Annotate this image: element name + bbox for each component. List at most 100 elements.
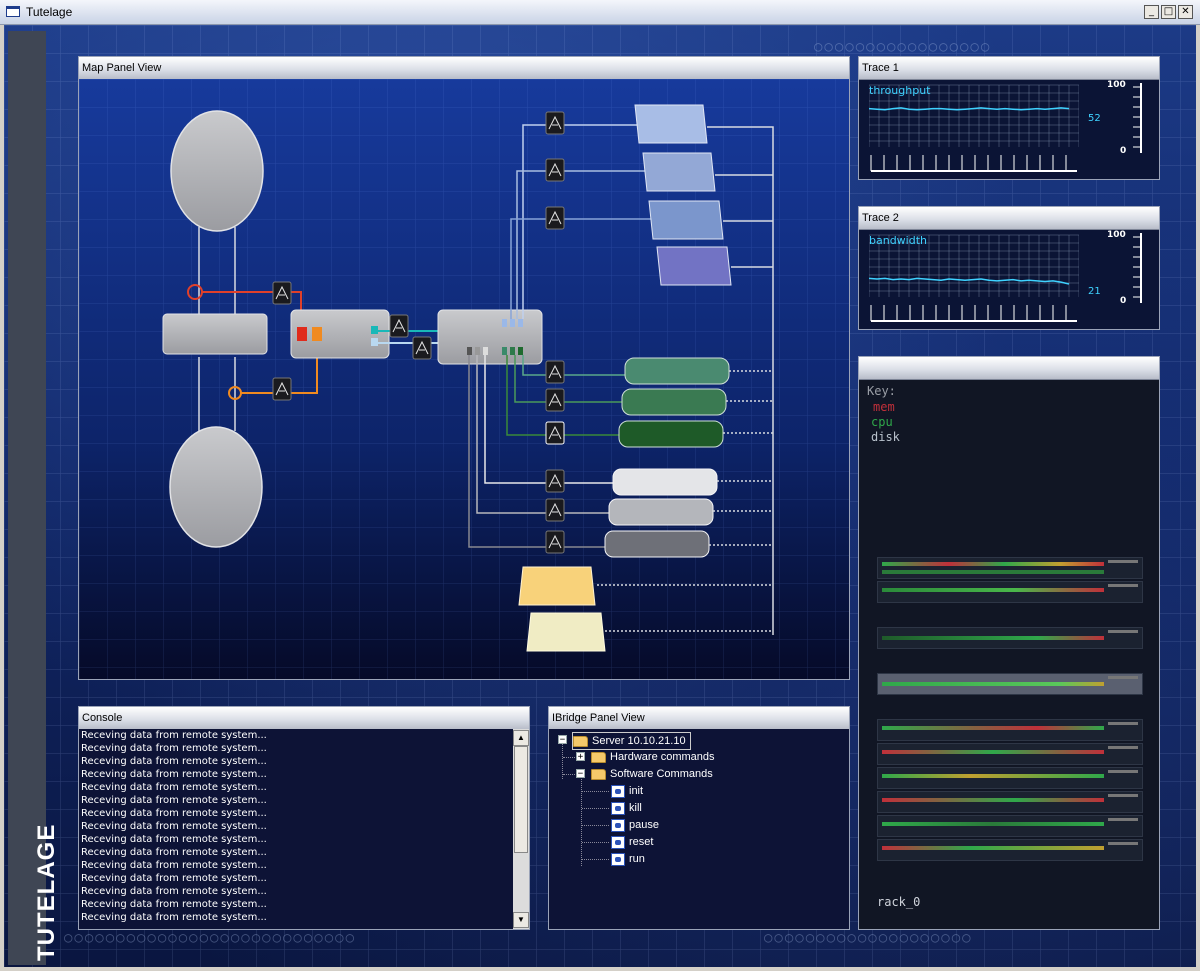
tree-collapse-toggle[interactable]: − xyxy=(558,735,567,745)
link-monitor-icon[interactable] xyxy=(545,111,565,135)
rack-server-row[interactable] xyxy=(877,719,1143,741)
link-monitor-icon[interactable] xyxy=(545,421,565,445)
trace1-series-line xyxy=(869,107,1070,111)
console-panel: Console Receving data from remote system… xyxy=(78,706,530,930)
console-line: Receving data from remote system... xyxy=(81,782,267,793)
console-scrollbar[interactable]: ▲ ▼ xyxy=(513,729,529,929)
db-node[interactable] xyxy=(621,388,727,416)
console-output[interactable]: Receving data from remote system... Recev… xyxy=(79,729,513,929)
command-icon xyxy=(611,852,625,866)
rack-key-mem: mem xyxy=(873,400,895,414)
tree-node-command[interactable]: pause xyxy=(611,817,659,833)
tree-node-label: pause xyxy=(629,819,659,831)
rack-server-row[interactable] xyxy=(877,839,1143,861)
trace1-scale-max: 100 xyxy=(1107,80,1126,90)
close-button[interactable]: ✕ xyxy=(1178,5,1193,19)
trace1-panel: Trace 1 throughput 52 100 0 xyxy=(858,56,1160,180)
scroll-thumb[interactable] xyxy=(514,746,528,853)
tree-expand-toggle[interactable]: + xyxy=(576,752,585,762)
storage-node[interactable] xyxy=(612,468,718,496)
db-node[interactable] xyxy=(624,357,730,385)
tree-node-command[interactable]: run xyxy=(611,851,645,867)
tree-node-label: reset xyxy=(629,836,654,848)
rack-panel-header xyxy=(859,357,1159,380)
tree-node-command[interactable]: init xyxy=(611,783,643,799)
tree-node-command[interactable]: kill xyxy=(611,800,642,816)
trace1-metric-label: throughput xyxy=(869,84,931,97)
link-monitor-icon[interactable] xyxy=(545,469,565,493)
switch-node-left[interactable] xyxy=(162,313,268,355)
link-monitor-icon[interactable] xyxy=(545,158,565,182)
client-node[interactable] xyxy=(526,612,606,652)
scroll-down-button[interactable]: ▼ xyxy=(513,912,529,928)
console-line: Receving data from remote system... xyxy=(81,912,267,923)
rack-name-label: rack_0 xyxy=(877,895,921,909)
link-monitor-icon[interactable] xyxy=(545,388,565,412)
command-icon xyxy=(611,801,625,815)
app-frame: ○○○○○○○○○○○○○○○○○ ○○○○○○○○○○○○○○○○○○○ ○○… xyxy=(4,25,1196,967)
trace1-scale-ruler xyxy=(1133,83,1142,153)
link-monitor-icon[interactable] xyxy=(545,530,565,554)
link-monitor-icon[interactable] xyxy=(412,336,432,360)
trace2-scale-max: 100 xyxy=(1107,230,1126,240)
link-monitor-icon[interactable] xyxy=(389,314,409,338)
tree-node-hardware[interactable]: Hardware commands xyxy=(591,749,715,765)
db-node[interactable] xyxy=(618,420,724,448)
window-title: Tutelage xyxy=(26,5,73,19)
rack-panel: Key: mem cpu disk rack_0 xyxy=(858,356,1160,930)
rack-server-row[interactable] xyxy=(877,767,1143,789)
trace1-header: Trace 1 xyxy=(859,57,1159,80)
tree-collapse-toggle[interactable]: − xyxy=(576,769,585,779)
trace2-metric-label: bandwidth xyxy=(869,234,927,247)
console-line: Receving data from remote system... xyxy=(81,730,267,741)
maximize-button[interactable]: □ xyxy=(1161,5,1176,19)
trace1-scale-min: 0 xyxy=(1120,146,1127,156)
folder-icon xyxy=(591,751,606,763)
link-monitor-icon[interactable] xyxy=(545,498,565,522)
host-node[interactable] xyxy=(648,200,724,240)
background-dots: ○○○○○○○○○○○○○○○○○○○○ xyxy=(764,930,973,946)
tree-node-command[interactable]: reset xyxy=(611,834,653,850)
rack-server-row[interactable] xyxy=(877,581,1143,603)
rack-key-cpu: cpu xyxy=(871,415,893,429)
trace1-current-value: 52 xyxy=(1088,113,1101,124)
client-node[interactable] xyxy=(518,566,596,606)
tree-node-label: init xyxy=(629,785,644,797)
rack-server-row[interactable] xyxy=(877,673,1143,695)
trace2-series-line xyxy=(869,277,1070,285)
console-line: Receving data from remote system... xyxy=(81,743,267,754)
scroll-up-button[interactable]: ▲ xyxy=(513,730,529,746)
rack-server-row[interactable] xyxy=(877,815,1143,837)
cluster-node-top[interactable] xyxy=(170,110,264,232)
console-line: Receving data from remote system... xyxy=(81,808,267,819)
hub-node[interactable] xyxy=(437,309,543,365)
map-panel: Map Panel View xyxy=(78,56,850,680)
storage-node[interactable] xyxy=(604,530,710,558)
rack-server-row[interactable] xyxy=(877,743,1143,765)
cluster-node-bottom[interactable] xyxy=(169,426,263,548)
rack-server-row[interactable] xyxy=(877,557,1143,579)
console-line: Receving data from remote system... xyxy=(81,821,267,832)
router-node[interactable] xyxy=(290,309,390,359)
link-monitor-icon[interactable] xyxy=(545,360,565,384)
tree-node-label: run xyxy=(629,853,645,865)
host-node[interactable] xyxy=(634,104,708,144)
host-node[interactable] xyxy=(656,246,732,286)
host-node[interactable] xyxy=(642,152,716,192)
rack-server-row[interactable] xyxy=(877,627,1143,649)
trace1-chart xyxy=(869,84,1079,172)
link-monitor-icon[interactable] xyxy=(272,377,292,401)
tree-node-label: Software Commands xyxy=(610,768,713,780)
tree-node-server[interactable]: Server 10.10.21.10 xyxy=(572,732,691,750)
rack-server-row[interactable] xyxy=(877,791,1143,813)
map-panel-header: Map Panel View xyxy=(79,57,849,80)
tree-node-software[interactable]: Software Commands xyxy=(591,766,713,782)
link-monitor-icon[interactable] xyxy=(272,281,292,305)
folder-open-icon xyxy=(591,768,606,780)
minimize-button[interactable]: _ xyxy=(1144,5,1159,19)
app-window-icon xyxy=(6,6,20,17)
brand-logo-text: TUTELAGE xyxy=(33,823,60,961)
trace2-scale-min: 0 xyxy=(1120,296,1127,306)
link-monitor-icon[interactable] xyxy=(545,206,565,230)
storage-node[interactable] xyxy=(608,498,714,526)
